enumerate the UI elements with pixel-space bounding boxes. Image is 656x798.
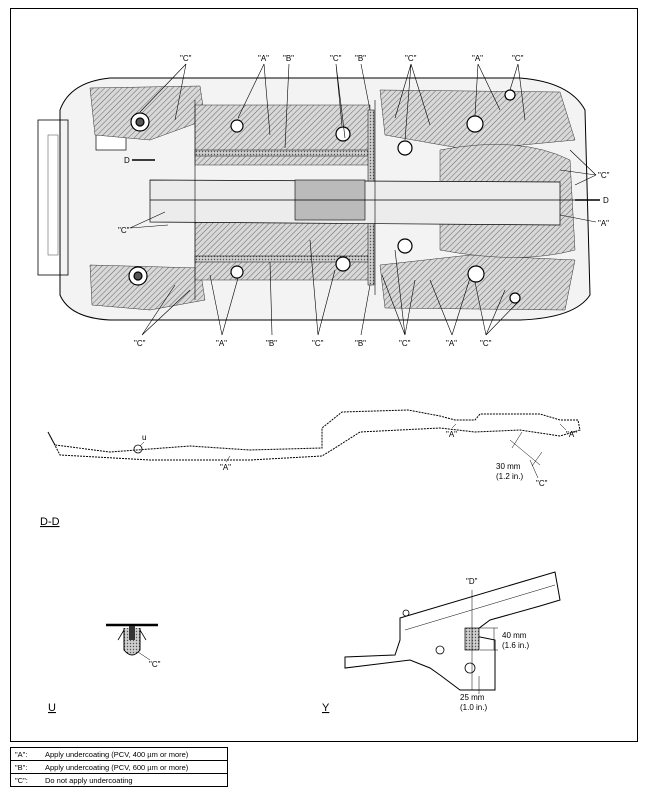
section-marker-d: D (124, 156, 130, 165)
callout-a: "A" (220, 463, 231, 472)
detail-y-title: Y (322, 702, 330, 714)
dim-25mm-in: (1.0 in.) (460, 703, 487, 712)
floor-holes (128, 89, 521, 304)
callout-c: "C" (118, 226, 130, 235)
detail-u-title: U (48, 702, 56, 714)
legend-code: "C": (10, 773, 41, 787)
legend-code: "A": (10, 747, 41, 761)
legend-row-c: "C": Do not apply undercoating (10, 773, 228, 787)
callout-a: "A" (216, 339, 227, 348)
section-title-d-d: D-D (40, 516, 60, 528)
legend-row-b: "B": Apply undercoating (PCV, 600 µm or … (10, 760, 228, 774)
dim-30mm: 30 mm (496, 462, 521, 471)
callout-c: "C" (312, 339, 324, 348)
callout-c: "C" (512, 54, 524, 63)
callout-c: "C" (480, 339, 492, 348)
leader-lines-bottom (141, 239, 521, 336)
callout-c: "C" (134, 339, 146, 348)
dim-40mm: 40 mm (502, 631, 527, 640)
callout-a: "A" (598, 219, 609, 228)
legend-table: "A": Apply undercoating (PCV, 400 µm or … (10, 747, 228, 787)
y-panel (344, 571, 561, 691)
callout-a: "A" (446, 430, 457, 439)
detail-y: "D" 40 mm (1.6 in.) 25 mm (1.0 in.) Y (322, 571, 561, 714)
callout-c: "C" (399, 339, 411, 348)
underbody-plan-view: "C" "A" "B" "C" "B" "C" "A" "C" D "C" "C… (37, 54, 610, 348)
zone-rear-lower (379, 254, 576, 311)
callout-c: "C" (149, 660, 161, 669)
callout-c: "C" (598, 171, 610, 180)
section-d-d: u "A" "A" "A" 30 mm (1.2 in.) "C" D-D (40, 409, 581, 528)
callout-a: "A" (258, 54, 269, 63)
callout-c: "C" (536, 479, 548, 488)
callout-a: "A" (472, 54, 483, 63)
callout-c: "C" (180, 54, 192, 63)
callout-a: "A" (566, 430, 577, 439)
callout-b: "B" (355, 54, 366, 63)
u-detail-circle (133, 444, 143, 454)
callout-b: "B" (266, 339, 277, 348)
plug-clip (123, 628, 141, 656)
legend-text: Do not apply undercoating (41, 773, 228, 787)
section-marker-d: D (603, 196, 609, 205)
b-band-upper (194, 149, 371, 157)
diagram-frame (10, 8, 638, 742)
dim-25mm: 25 mm (460, 693, 485, 702)
callout-b: "B" (355, 339, 366, 348)
detail-u: "C" U (48, 623, 161, 714)
callout-c: "C" (405, 54, 417, 63)
dim-30mm-in: (1.2 in.) (496, 472, 523, 481)
callout-a: "A" (446, 339, 457, 348)
legend-text: Apply undercoating (PCV, 400 µm or more) (41, 747, 228, 761)
legend-row-a: "A": Apply undercoating (PCV, 400 µm or … (10, 747, 228, 761)
leader-lines-top (139, 63, 526, 149)
front-subframe (37, 119, 69, 276)
callout-c: "C" (330, 54, 342, 63)
callout-b: "B" (283, 54, 294, 63)
zone-front-lower (89, 264, 206, 311)
dim-40mm-in: (1.6 in.) (502, 641, 529, 650)
callout-d: "D" (466, 577, 478, 586)
legend-code: "B": (10, 760, 41, 774)
detail-u-marker: u (142, 433, 146, 442)
legend-text: Apply undercoating (PCV, 600 µm or more) (41, 760, 228, 774)
section-profile (47, 409, 581, 461)
